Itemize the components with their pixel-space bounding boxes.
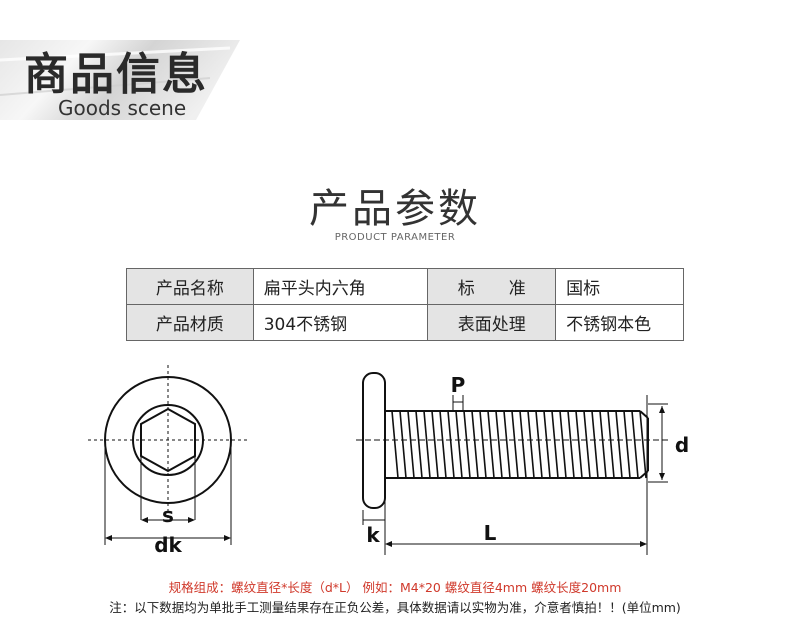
- thread-line: [439, 410, 447, 479]
- thread-line: [559, 410, 567, 479]
- dim-label-p: P: [451, 373, 466, 397]
- thread-line: [471, 410, 479, 479]
- banner-background: [0, 40, 240, 120]
- thread-line: [503, 410, 511, 479]
- screw-technical-drawing: s dk P d k L: [88, 365, 689, 557]
- param-label: 表面处理: [427, 304, 557, 341]
- banner-subtitle: Goods scene: [58, 96, 187, 120]
- param-label: 产品名称: [126, 268, 254, 305]
- arrowheads: [385, 406, 665, 547]
- thread-line: [551, 410, 559, 479]
- thread-line: [455, 410, 463, 479]
- thread-line: [615, 410, 623, 479]
- thread-line: [479, 410, 487, 479]
- thread-hatching: [391, 410, 647, 479]
- thread-line: [407, 410, 415, 479]
- thread-line: [423, 410, 431, 479]
- thread-line: [527, 410, 535, 479]
- thread-line: [463, 410, 471, 479]
- table-row: 产品材质 304不锈钢 表面处理 不锈钢本色: [126, 304, 684, 341]
- param-value: 国标: [555, 268, 684, 305]
- thread-line: [447, 410, 455, 479]
- thread-line: [535, 410, 543, 479]
- param-value: 304不锈钢: [252, 304, 429, 341]
- thread-line: [519, 410, 527, 479]
- disclaimer-note: 注：以下数据均为单批手工测量结果存在正负公差，具体数据请以实物为准，介意者慎拍！…: [109, 600, 681, 615]
- thread-line: [495, 410, 503, 479]
- section-subtitle: PRODUCT PARAMETER: [334, 232, 456, 243]
- thread-line: [431, 410, 439, 479]
- table-row: 产品名称 扁平头内六角 标 准 国标: [126, 268, 684, 305]
- thread-line: [399, 410, 407, 479]
- param-value: 扁平头内六角: [252, 268, 429, 305]
- thread-line: [623, 410, 631, 479]
- header-banner: 商品信息 Goods scene: [0, 0, 790, 130]
- thread-line: [583, 410, 591, 479]
- param-label: 标 准: [427, 268, 557, 305]
- thread-line: [543, 410, 551, 479]
- thread-line: [415, 410, 423, 479]
- thread-line: [567, 410, 575, 479]
- parameter-table: 产品名称 扁平头内六角 标 准 国标 产品材质 304不锈钢 表面处理 不锈钢本…: [126, 268, 684, 341]
- dim-label-l: L: [484, 521, 497, 545]
- head-top-view: [88, 365, 250, 545]
- dim-label-k: k: [366, 523, 380, 547]
- thread-line: [511, 410, 519, 479]
- thread-line: [487, 410, 495, 479]
- spec-note: 规格组成：螺纹直径*长度（d*L） 例如：M4*20 螺纹直径4mm 螺纹长度2…: [168, 580, 622, 595]
- thread-line: [591, 410, 599, 479]
- dim-label-d: d: [675, 433, 689, 457]
- dim-label-dk: dk: [154, 533, 182, 557]
- param-value: 不锈钢本色: [555, 304, 684, 341]
- dim-label-s: s: [162, 503, 174, 527]
- thread-line: [631, 410, 639, 479]
- thread-line: [391, 410, 399, 479]
- thread-line: [599, 410, 607, 479]
- thread-line: [607, 410, 615, 479]
- section-title: 产品参数: [309, 186, 481, 232]
- param-label: 产品材质: [126, 304, 254, 341]
- banner-title: 商品信息: [24, 49, 208, 100]
- thread-line: [575, 410, 583, 479]
- thread-line: [639, 410, 647, 479]
